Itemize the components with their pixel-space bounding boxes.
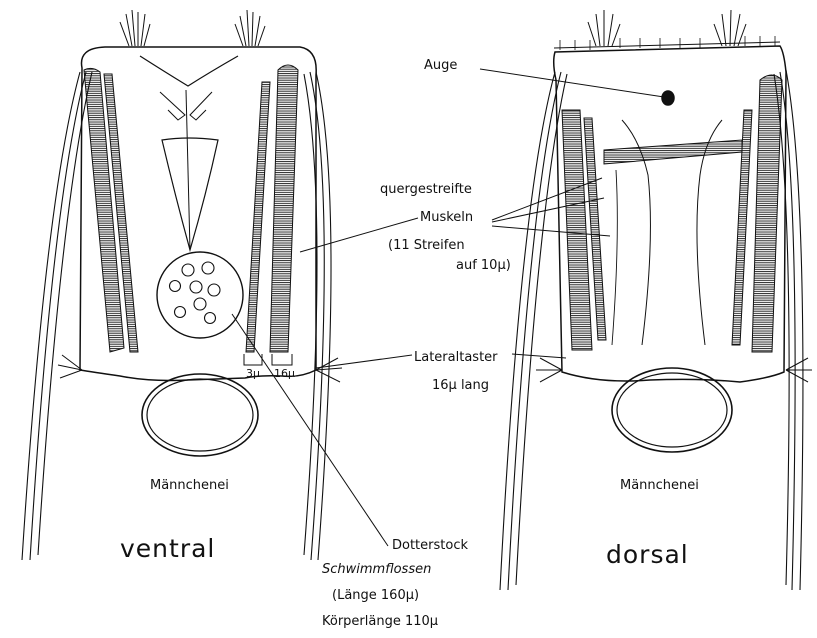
ventral-male-egg (142, 374, 258, 456)
dorsal-eye (662, 91, 674, 105)
label-lateral-line1: Lateraltaster (414, 350, 498, 365)
dorsal-muscle-right (752, 75, 782, 352)
label-auge: Auge (424, 58, 457, 73)
ventral-mouth (140, 56, 238, 86)
caption-swim-fins: Schwimmflossen (322, 562, 431, 577)
dorsal-animal (500, 10, 812, 590)
ventral-muscle-right (270, 65, 298, 352)
label-muscles-line4: auf 10μ) (456, 258, 511, 273)
dorsal-cilia-right (714, 10, 746, 46)
label-width-16: 16μ (274, 366, 295, 381)
dorsal-male-egg (612, 368, 732, 452)
ventral-dotterstock-nuclei (170, 262, 221, 324)
caption-fin-length: (Länge 160μ) (332, 588, 419, 603)
ventral-dotterstock (157, 252, 243, 338)
label-muscles-line3: (11 Streifen (388, 238, 465, 253)
label-width-3: 3μ (246, 366, 260, 381)
ventral-cilia-right (235, 10, 265, 46)
caption-body-length: Körperlänge 110μ (322, 614, 438, 629)
dorsal-transverse-muscle (604, 140, 742, 164)
label-view-ventral: ventral (120, 534, 215, 563)
ventral-cilia-left (120, 10, 150, 46)
label-muscles-line2: Muskeln (420, 210, 473, 225)
label-dotterstock: Dotterstock (392, 538, 468, 553)
label-view-dorsal: dorsal (606, 540, 689, 569)
ventral-muscle-right-inner (246, 82, 270, 352)
dorsal-cilia-left (588, 10, 620, 46)
label-muscles-line1: quergestreifte (380, 182, 472, 197)
label-maennchenei-dorsal: Männchenei (620, 478, 699, 493)
label-lateral-line2: 16μ lang (432, 378, 489, 393)
ventral-lateral-antenna-left (58, 355, 82, 378)
label-maennchenei-ventral: Männchenei (150, 478, 229, 493)
